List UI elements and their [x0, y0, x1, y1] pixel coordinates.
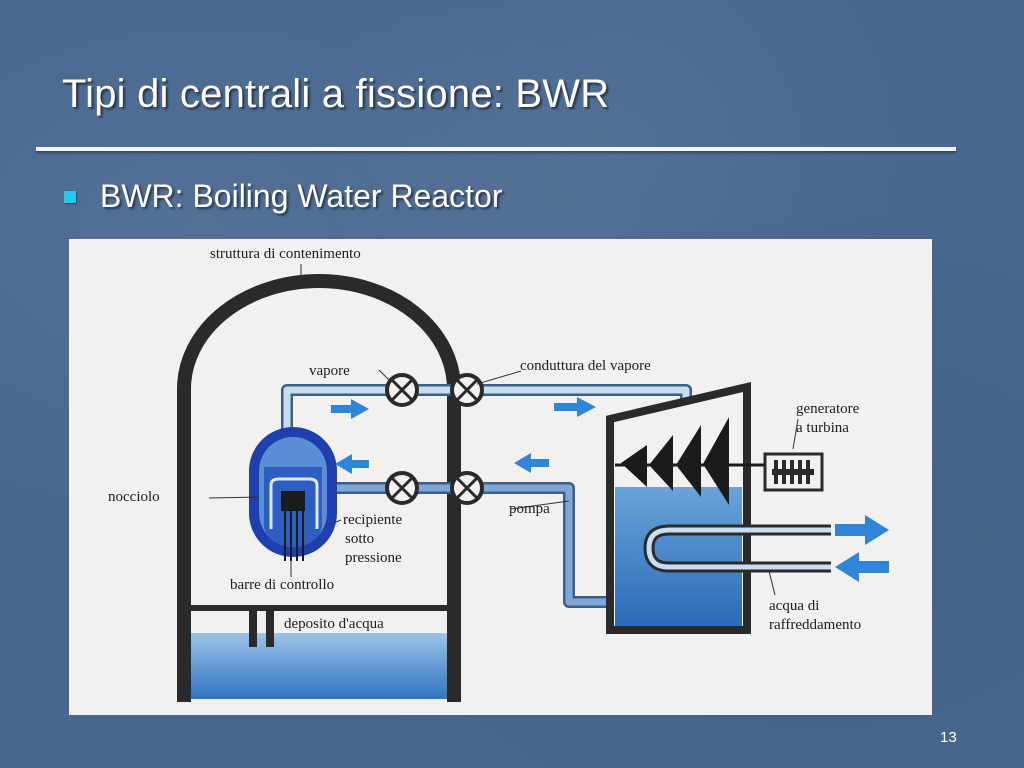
arrow-steam-right-2: [554, 397, 596, 417]
bwr-diagram: struttura di contenimento vapore condutt…: [69, 239, 932, 715]
label-cooling-2: raffreddamento: [769, 617, 862, 633]
bwr-diagram-drawing: [177, 264, 889, 702]
label-generator-2: a turbina: [796, 420, 849, 436]
label-control-rods: barre di controllo: [230, 577, 335, 593]
label-generator-1: generatore: [796, 401, 860, 417]
slide-title: Tipi di centrali a fissione: BWR: [62, 72, 610, 116]
arrow-cooling-out: [835, 515, 889, 545]
arrow-steam-right-1: [331, 399, 369, 419]
containment-structure: [177, 274, 461, 702]
generator: [763, 452, 824, 492]
steam-valve-2: [450, 373, 484, 407]
water-tank: [191, 633, 447, 699]
arrow-return-left-2: [335, 454, 369, 474]
label-containment: struttura di contenimento: [210, 246, 361, 262]
bullet-item: BWR: Boiling Water Reactor: [64, 178, 502, 215]
turbine-condenser: [606, 381, 831, 634]
label-steam: vapore: [309, 363, 350, 379]
feedwater-pipe: [327, 482, 631, 608]
label-steam-pipe: conduttura del vapore: [520, 358, 651, 374]
feed-valve-2: [450, 471, 484, 505]
label-vessel-2: sotto: [345, 531, 375, 547]
label-water-tank: deposito d'acqua: [284, 616, 384, 632]
arrow-cooling-in: [835, 552, 889, 582]
label-cooling-1: acqua di: [769, 598, 820, 614]
label-core: nocciolo: [108, 489, 160, 505]
steam-valve-1: [385, 373, 419, 407]
bullet-square-icon: [64, 190, 76, 203]
arrow-return-left-1: [514, 453, 549, 473]
pressure-vessel: [249, 427, 337, 561]
feed-valve-1: [385, 471, 419, 505]
label-pump: pompa: [509, 501, 550, 517]
reactor-core: [281, 491, 305, 511]
label-vessel-3: pressione: [345, 550, 402, 566]
flow-arrows: [331, 397, 889, 582]
leader-lines: [208, 264, 799, 596]
label-vessel-1: recipiente: [343, 512, 403, 528]
title-divider: [36, 147, 956, 151]
bullet-text: BWR: Boiling Water Reactor: [100, 178, 503, 214]
slide-number: 13: [940, 729, 957, 746]
